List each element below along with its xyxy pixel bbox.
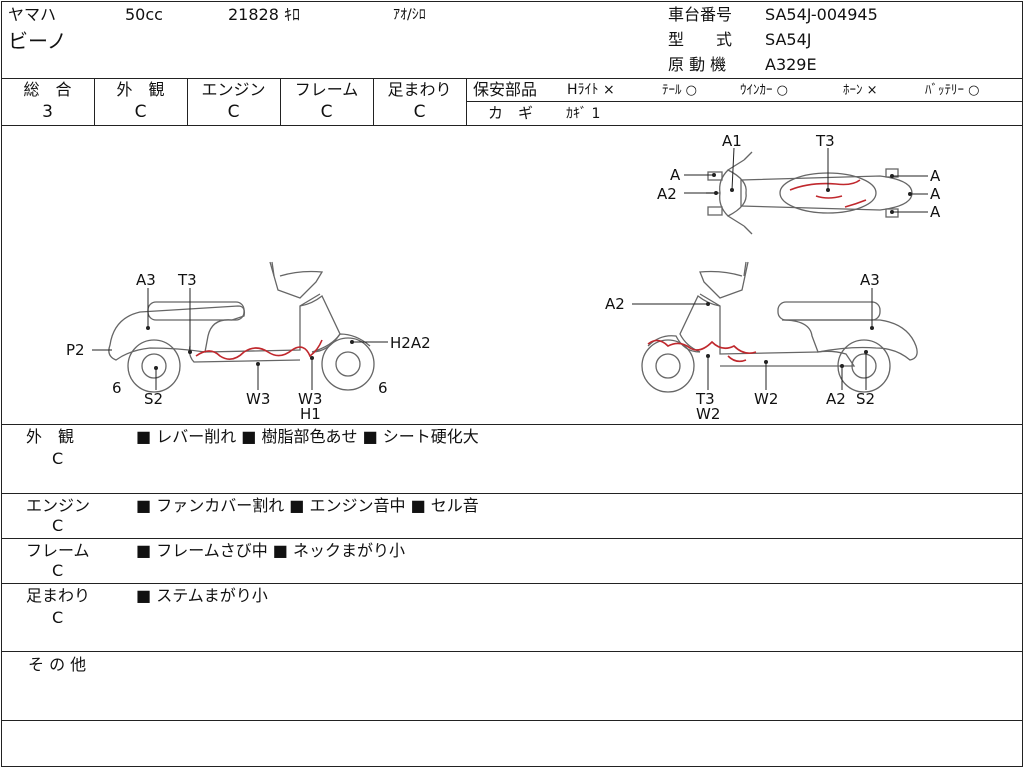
tail-status: ﾃｰﾙ ○ [662, 83, 697, 98]
section-suspension-notes: ■ ステムまがり小 [136, 586, 268, 605]
top-label-t3: T3 [815, 132, 835, 150]
scooter-damage-diagram: A1 T3 A A2 A A A A3 T3 P2 6 S2 W3 W3 H1 … [66, 132, 941, 423]
top-label-a-right-1: A [930, 167, 941, 185]
mileage: 21828 ｷﾛ [228, 5, 300, 24]
section-frame-label: フレーム [26, 541, 90, 560]
top-label-a2-left: A2 [657, 185, 677, 203]
section-other-label: そ の 他 [28, 655, 87, 674]
key-label: カ ギ [488, 104, 534, 122]
left-label-6a: 6 [112, 379, 122, 397]
left-label-p2: P2 [66, 341, 85, 359]
suspension-grade: C [413, 102, 426, 122]
left-label-h2a2: H2A2 [390, 334, 431, 352]
frame-number-label: 車台番号 [668, 5, 733, 24]
model-name: ビーノ [8, 29, 67, 53]
left-label-h1: H1 [300, 405, 321, 423]
left-label-w3a: W3 [246, 390, 270, 408]
section-exterior-grade: C [52, 449, 64, 468]
top-label-a-right-2: A [930, 185, 941, 203]
horn-status: ﾎｰﾝ × [843, 83, 878, 98]
right-label-s2: S2 [856, 390, 875, 408]
exterior-grade-label: 外 観 [116, 80, 165, 99]
maker: ヤマハ [8, 5, 57, 24]
section-exterior-label: 外 観 [26, 427, 75, 446]
top-label-a-left: A [670, 166, 681, 184]
section-exterior-notes: ■ レバー削れ ■ 樹脂部色あせ ■ シート硬化大 [136, 427, 479, 446]
engine-grade-label: エンジン [201, 80, 266, 99]
engine-model: A329E [765, 55, 817, 74]
frame-number: SA54J-004945 [765, 5, 878, 24]
top-label-a1: A1 [722, 132, 742, 150]
left-label-6b: 6 [378, 379, 388, 397]
leader-dots [146, 173, 912, 370]
section-frame-grade: C [52, 561, 64, 580]
key-count: ｶｷﾞ 1 [566, 106, 601, 122]
right-label-w2a: W2 [696, 405, 720, 423]
frame-grade-label: フレーム [294, 80, 359, 99]
damage-marks [195, 179, 867, 363]
model-type: SA54J [765, 30, 812, 49]
color: ｱｵ/ｼﾛ [393, 7, 426, 23]
engine-grade: C [227, 102, 240, 122]
top-label-a-right-3: A [930, 203, 941, 221]
section-suspension-grade: C [52, 608, 64, 627]
headlight-status: Hﾗｲﾄ × [567, 82, 615, 98]
left-label-w3b: W3 [298, 390, 322, 408]
exterior-grade: C [134, 102, 147, 122]
right-side-view-scooter [641, 261, 918, 393]
right-label-t3: T3 [695, 390, 715, 408]
total-grade: 3 [42, 102, 53, 122]
right-label-a3: A3 [860, 271, 880, 289]
section-engine-label: エンジン [26, 496, 91, 515]
engine-model-label: 原 動 機 [668, 55, 727, 74]
model-type-label: 型 式 [668, 30, 733, 49]
section-suspension-label: 足まわり [26, 586, 91, 605]
right-label-a2b: A2 [826, 390, 846, 408]
battery-status: ﾊﾞｯﾃﾘｰ ○ [925, 83, 980, 98]
right-label-w2b: W2 [754, 390, 778, 408]
suspension-grade-label: 足まわり [387, 80, 452, 99]
safety-parts-label: 保安部品 [473, 80, 538, 99]
section-frame-notes: ■ フレームさび中 ■ ネックまがり小 [136, 541, 406, 560]
left-label-t3: T3 [177, 271, 197, 289]
left-side-view-scooter [108, 261, 375, 393]
winker-status: ｳｲﾝｶｰ ○ [740, 83, 788, 98]
section-engine-notes: ■ ファンカバー割れ ■ エンジン音中 ■ セル音 [136, 496, 479, 515]
displacement: 50cc [125, 5, 163, 24]
left-label-a3: A3 [136, 271, 156, 289]
left-label-s2: S2 [144, 390, 163, 408]
top-view-scooter [706, 151, 913, 235]
right-label-a2: A2 [605, 295, 625, 313]
total-grade-label: 総 合 [23, 80, 72, 99]
frame-grade: C [320, 102, 333, 122]
section-engine-grade: C [52, 516, 64, 535]
